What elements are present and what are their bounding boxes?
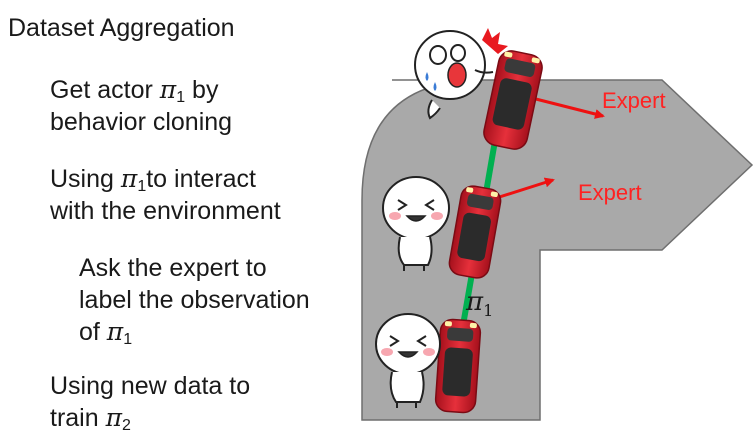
laughing-character-icon [375,313,441,408]
step-train: Using new data to [50,372,251,400]
pi-symbol: π [120,164,138,193]
laughing-character-icon [382,176,450,271]
slide-heading: Dataset Aggregation [8,14,235,42]
substep-ask-expert-line2: label the observation [79,286,310,314]
car-middle [448,185,502,279]
expert-label-top: Expert [602,88,666,113]
expert-label-mid: Expert [578,180,642,205]
step-train-line2: train π2 [50,403,131,434]
step-interact-line2: with the environment [50,197,281,225]
pi-symbol: π [105,403,123,432]
substep-ask-expert: Ask the expert to [79,254,267,282]
pi-symbol: π [106,317,124,346]
scared-character-icon [414,28,508,120]
step-interact: Using π1to interact [50,164,256,195]
car-top [483,50,543,150]
policy-label: π1 [465,287,493,320]
car-bottom [434,318,482,414]
step-get-actor: Get actor π1 by [50,75,219,106]
step-get-actor-line2: behavior cloning [50,108,233,136]
pi-symbol: π [159,75,177,104]
substep-ask-expert-line3: of π1 [79,317,133,348]
